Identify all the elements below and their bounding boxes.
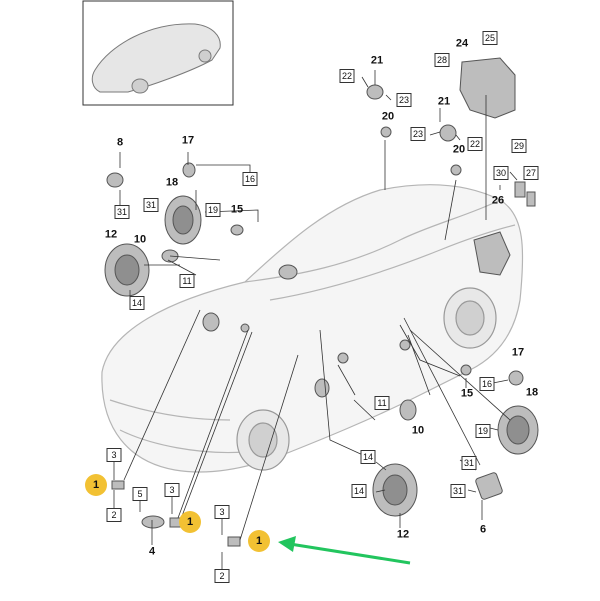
pointer-arrow-icon xyxy=(278,536,411,565)
callout-16-top: 16 xyxy=(242,172,258,186)
callout-20-top: 20 xyxy=(381,110,395,123)
callout-23-top: 23 xyxy=(396,93,412,107)
part-15-right-icon xyxy=(460,364,472,376)
callout-10-top: 10 xyxy=(133,233,147,246)
callout-1-b: 1 xyxy=(179,511,201,533)
callout-11-right: 11 xyxy=(374,396,390,410)
callout-31-a: 31 xyxy=(143,198,159,212)
tweeter-17-top-icon xyxy=(182,162,196,178)
callout-12-right: 12 xyxy=(396,528,410,541)
callout-14-top: 14 xyxy=(129,296,145,310)
callout-6: 6 xyxy=(479,523,487,536)
callout-27: 27 xyxy=(523,166,539,180)
main-car-icon xyxy=(101,184,524,473)
callout-3-c: 3 xyxy=(214,505,230,519)
callout-3-a: 3 xyxy=(106,448,122,462)
tweeter-21-top-icon xyxy=(366,84,384,100)
callout-14-right-b: 14 xyxy=(351,484,367,498)
callout-15-top: 15 xyxy=(230,203,244,216)
callout-24: 24 xyxy=(455,37,469,50)
callout-3-b: 3 xyxy=(164,483,180,497)
callout-18-top: 18 xyxy=(165,176,179,189)
sensor-1c-icon xyxy=(227,536,241,547)
callout-2-c: 2 xyxy=(214,569,230,583)
callout-16-right: 16 xyxy=(479,377,495,391)
callout-19-right: 19 xyxy=(475,424,491,438)
callout-10-right: 10 xyxy=(411,424,425,437)
speaker-parts xyxy=(104,57,539,547)
tweeter-17-right-icon xyxy=(508,370,524,386)
callout-14-right-a: 14 xyxy=(360,450,376,464)
callout-23-mid: 23 xyxy=(410,127,426,141)
callout-17-top: 17 xyxy=(181,134,195,147)
tweeter-21-mid-icon xyxy=(439,124,457,142)
tweeter-8-icon xyxy=(106,172,124,188)
amplifier-26-icon xyxy=(514,181,526,198)
grille-icon-2 xyxy=(202,312,220,332)
leader-lines xyxy=(113,70,518,570)
callout-17-right: 17 xyxy=(511,346,525,359)
callout-29: 29 xyxy=(511,139,527,153)
grille-icon xyxy=(278,264,298,280)
sensor-4-icon xyxy=(141,515,165,529)
callout-19-top: 19 xyxy=(205,203,221,217)
callout-1-a: 1 xyxy=(85,474,107,496)
callout-8: 8 xyxy=(116,136,124,149)
callout-20-mid: 20 xyxy=(452,143,466,156)
callout-25: 25 xyxy=(482,31,498,45)
callout-2-a: 2 xyxy=(106,508,122,522)
subwoofer-24-icon xyxy=(459,57,516,119)
callout-15-right: 15 xyxy=(460,387,474,400)
callout-22-mid: 22 xyxy=(467,137,483,151)
callout-31-d: 31 xyxy=(450,484,466,498)
callout-11-top: 11 xyxy=(179,274,195,288)
bracket-6-icon xyxy=(475,472,503,500)
callout-30: 30 xyxy=(493,166,509,180)
callout-12-left: 12 xyxy=(104,228,118,241)
callout-5: 5 xyxy=(132,487,148,501)
callout-1-c: 1 xyxy=(248,530,270,552)
inset-car-icon xyxy=(91,23,221,94)
callout-31-b: 31 xyxy=(114,205,130,219)
callout-21-top: 21 xyxy=(370,54,384,67)
callout-26: 26 xyxy=(491,194,505,207)
speaker-10-right-icon xyxy=(399,399,417,421)
callout-22-top: 22 xyxy=(339,69,355,83)
sensor-1a-icon xyxy=(111,480,125,490)
part-15-top-icon xyxy=(230,224,244,236)
callout-4: 4 xyxy=(148,545,156,558)
callout-21-mid: 21 xyxy=(437,95,451,108)
callout-28: 28 xyxy=(434,53,450,67)
callout-18-right: 18 xyxy=(525,386,539,399)
callout-31-c: 31 xyxy=(461,456,477,470)
